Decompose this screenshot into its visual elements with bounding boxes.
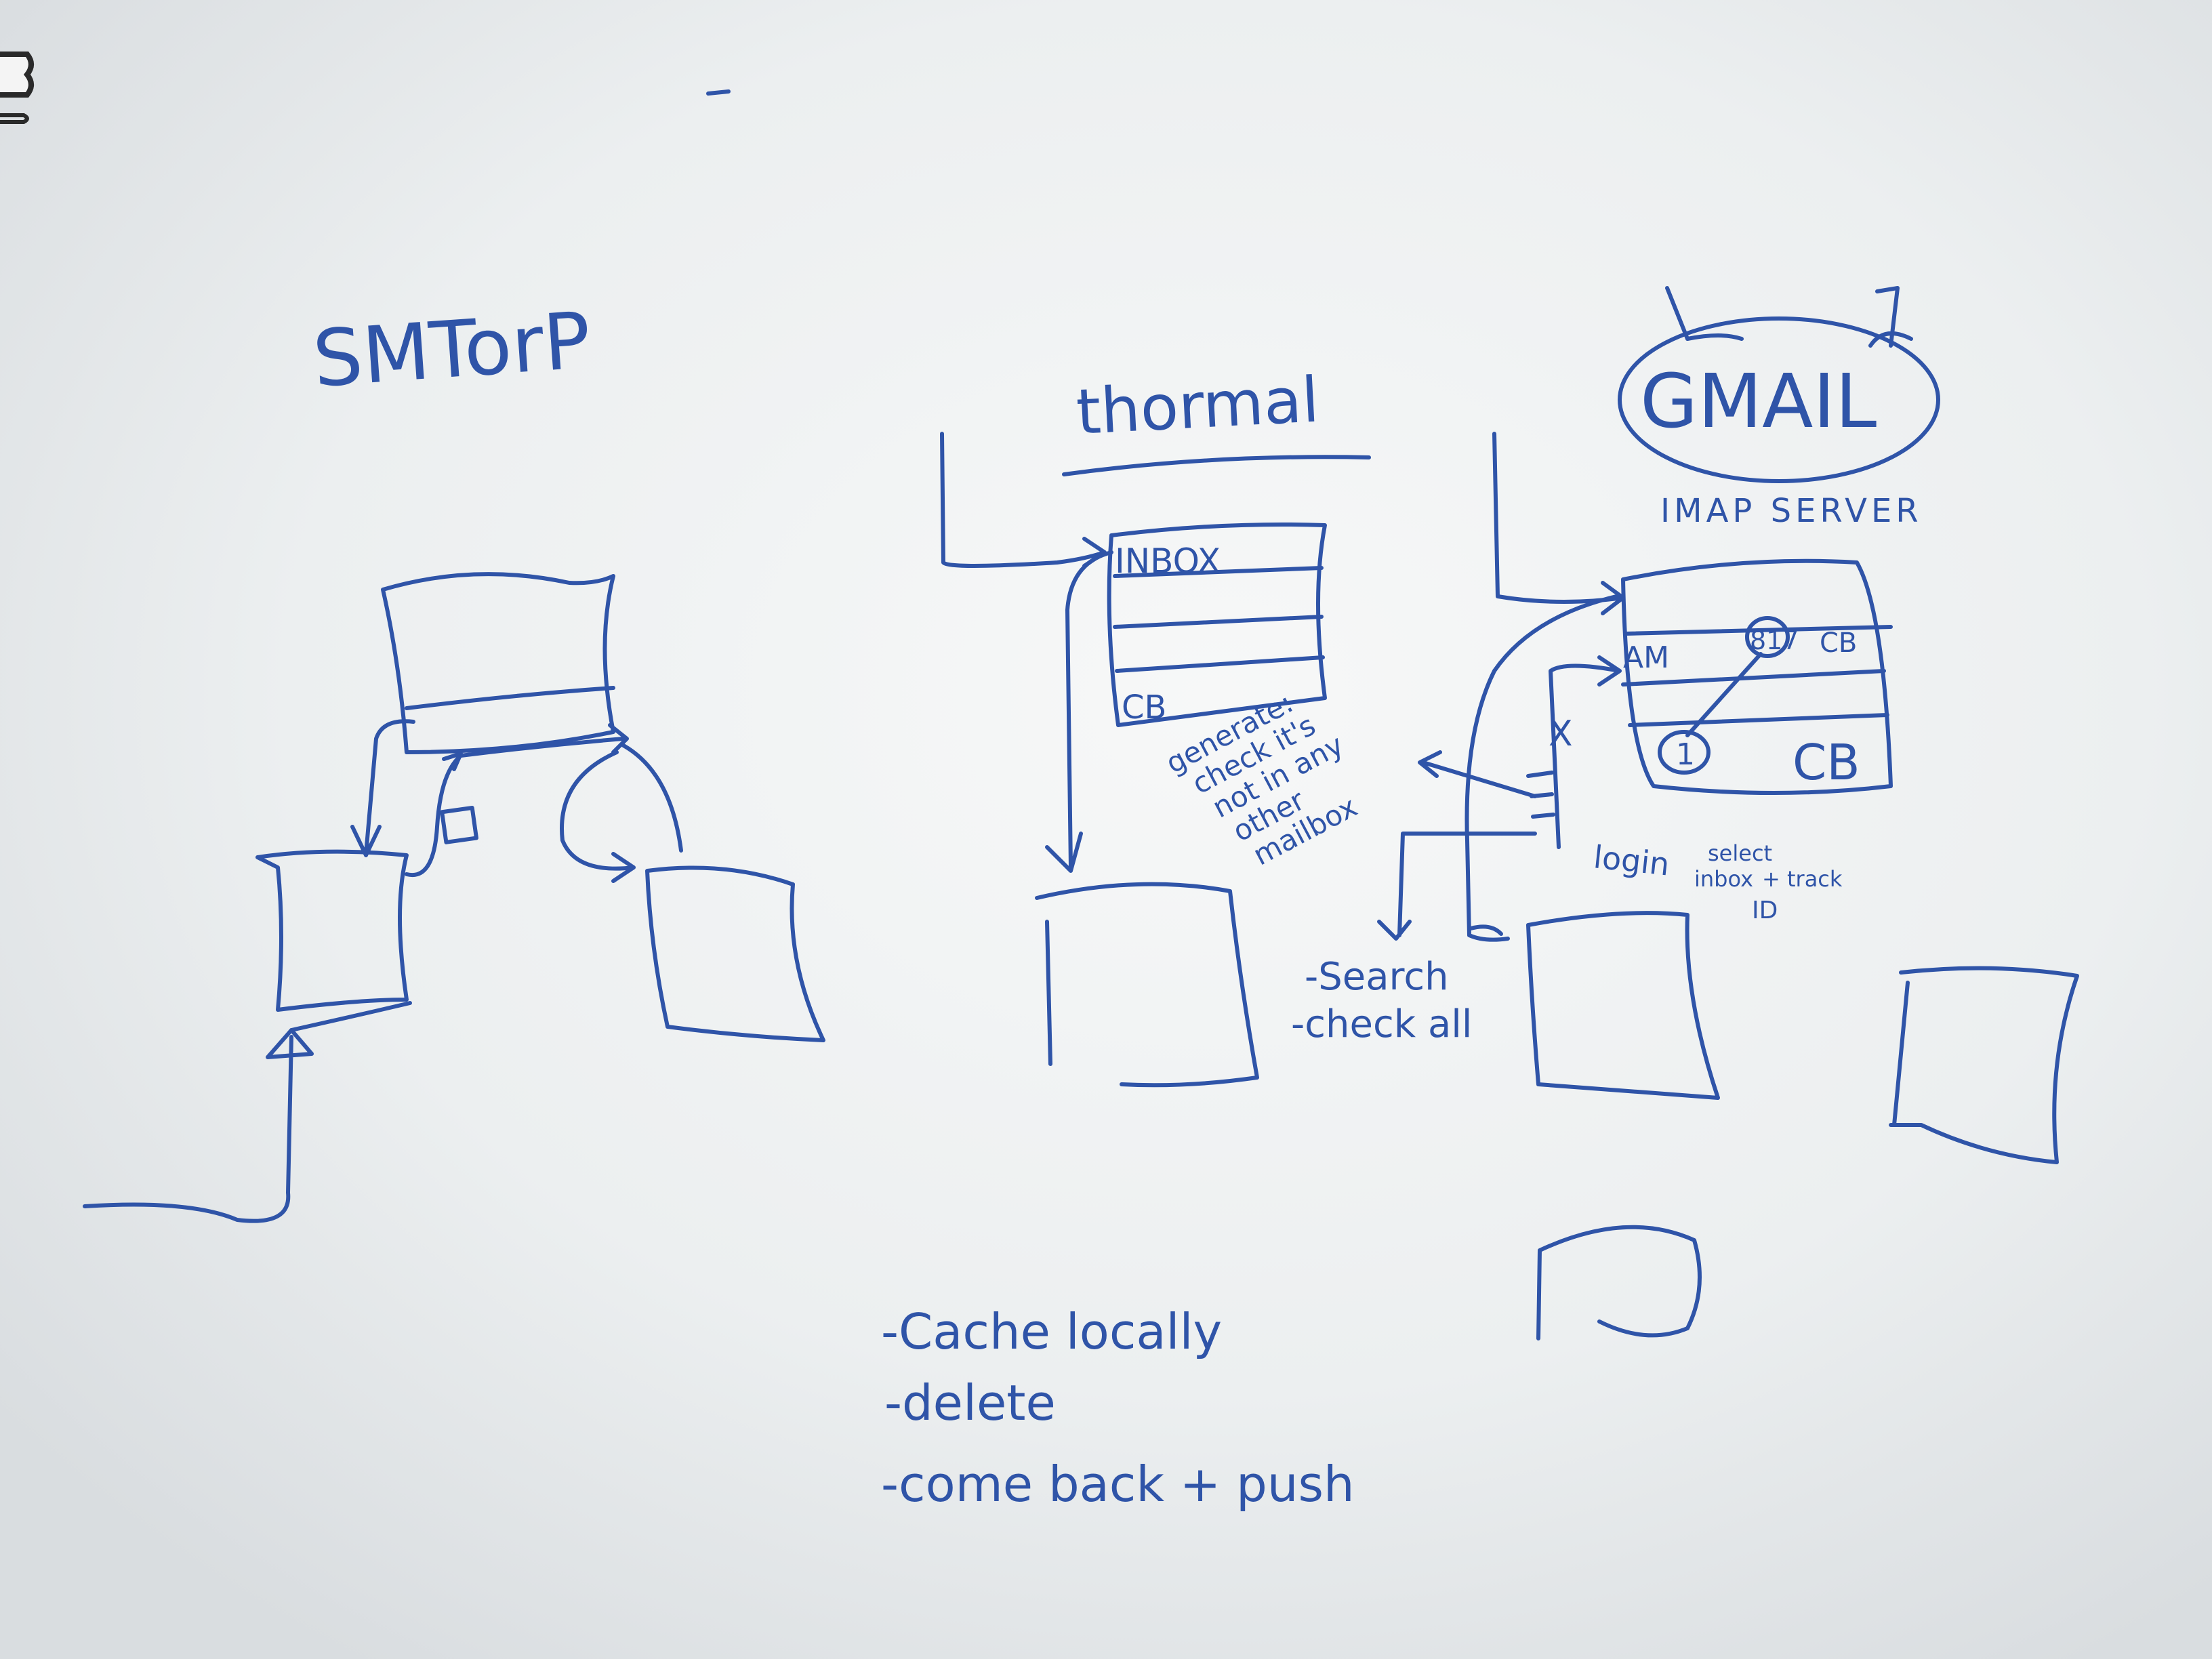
- search-list: -Search -check all: [1291, 955, 1472, 1046]
- login-note-track: + track: [1762, 866, 1843, 892]
- gmail-row-label: AM: [1623, 640, 1669, 675]
- smtp-title: SMTorP: [310, 295, 594, 405]
- gmail-arrow-to-note: [1418, 750, 1537, 798]
- gmail-folder-cb: CB: [1793, 734, 1860, 791]
- smtp-arrow-loop: [560, 750, 636, 883]
- marker-tray-icon: [0, 52, 34, 124]
- gmail-message-id: 817: [1750, 626, 1799, 655]
- todo-list-item-2: -delete: [884, 1374, 1056, 1431]
- gmail-cat-ears-icon: [1665, 286, 1913, 348]
- thornmail-title-underline: [1062, 455, 1371, 476]
- thornmail-mailbox-row1: [1113, 566, 1324, 578]
- gmail-client-hook: [1469, 924, 1503, 936]
- thornmail-arrow-down: [1045, 550, 1113, 873]
- thornmail-title: thormal: [1075, 363, 1322, 449]
- smtp-right-box: [645, 865, 825, 1042]
- login-note-inbox: inbox: [1694, 866, 1753, 892]
- gmail-id-link: [1685, 652, 1763, 737]
- thornmail-mailbox-row2: [1113, 615, 1324, 629]
- gmail-arrow-left: [1377, 832, 1537, 941]
- gmail-server-row3: [1628, 713, 1889, 727]
- todo-list-item-1: -Cache locally: [881, 1303, 1222, 1360]
- gmail-logo-text: GMAIL: [1640, 358, 1877, 445]
- search-list-item-2: -check all: [1291, 1002, 1472, 1046]
- gmail-client-box: [1526, 911, 1720, 1100]
- gmail-server-row2: [1621, 669, 1886, 687]
- gmail-message-id-circle: [1745, 616, 1790, 658]
- smtp-section: SMTorP: [83, 295, 825, 1223]
- gmail-right-box: [1889, 966, 2079, 1164]
- smtp-arrow-right: [459, 723, 629, 758]
- thornmail-mailbox-cb: CB: [1122, 689, 1166, 726]
- gmail-ticks: [1526, 771, 1555, 819]
- thornmail-client-box: [1035, 882, 1259, 1088]
- thornmail-mailbox: [1107, 523, 1327, 727]
- smtp-top-box-divider: [405, 686, 615, 710]
- smtp-small-envelope: [440, 806, 478, 844]
- smtp-arrow-up-into-box: [289, 1001, 412, 1032]
- gmail-server-row1: [1624, 625, 1893, 636]
- gmail-circled-one-text: 1: [1676, 737, 1695, 772]
- login-note-select: select: [1708, 840, 1772, 866]
- gmail-server-box: [1621, 558, 1893, 795]
- gmail-message-folder: CB: [1820, 628, 1857, 659]
- todo-list-item-3: -come back + push: [881, 1456, 1355, 1513]
- thornmail-mailbox-inbox: INBOX: [1115, 541, 1221, 581]
- todo-list: -Cache locally -delete -come back + push: [881, 1303, 1355, 1513]
- gmail-logo-ellipse: [1618, 316, 1940, 483]
- gmail-circled-one: [1658, 730, 1711, 775]
- login-note-login: login: [1592, 838, 1671, 882]
- gmail-arrow-curve: [1465, 594, 1618, 942]
- gmail-arrow-into-row: [1549, 655, 1622, 849]
- thornmail-section: thormal INBOX CB: [940, 363, 1371, 1088]
- smtp-arrow-right-up: [621, 743, 683, 853]
- smtp-left-box: [255, 849, 409, 1012]
- login-note: login select inbox + track ID: [1592, 838, 1843, 924]
- gmail-subtitle: IMAP SERVER: [1660, 492, 1923, 530]
- search-list-item-1: -Search: [1305, 955, 1449, 999]
- stray-mark: [706, 89, 731, 96]
- thornmail-mailbox-row3: [1115, 655, 1325, 673]
- smtp-arrow-down: [350, 719, 415, 857]
- smtp-input-arrow: [83, 1028, 314, 1223]
- login-note-id: ID: [1752, 897, 1778, 924]
- gmail-section: GMAIL IMAP SERVER AM 817 CB 1 CB X: [1377, 286, 2079, 1340]
- gmail-bottom-box: [1536, 1225, 1702, 1340]
